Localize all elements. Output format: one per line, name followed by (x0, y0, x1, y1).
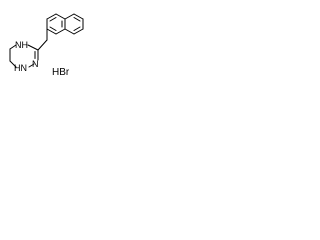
naphthalene-right-ring (61, 13, 84, 35)
bond-n4-c3 (27, 44, 39, 51)
bond-naph-2 (55, 13, 66, 20)
double-bond-naph-b (49, 26, 57, 31)
bond-n2-n1 (28, 63, 35, 68)
double-bond-naph-d (73, 26, 81, 31)
bond-n1-c6 (9, 60, 17, 68)
naphthalene-ring-system (46, 13, 84, 35)
salt-label-hbr: HBr (52, 67, 70, 78)
double-bond-naph-c (73, 17, 81, 22)
bond-naph-5 (46, 28, 57, 35)
atom-label-nh: NH (15, 40, 28, 50)
chemical-structure: NH N HN HBr (9, 13, 84, 78)
atom-label-hn: HN (14, 63, 27, 73)
bond-methylene-to-triazine (37, 39, 48, 51)
bond-naph-1 (46, 13, 57, 20)
bond-naph-8 (73, 13, 84, 20)
triazine-ring (9, 44, 39, 68)
atom-label-n: N (32, 59, 39, 69)
bond-naph-4 (55, 28, 66, 35)
double-bond-naph-a (49, 17, 57, 22)
bond-naph-11 (64, 28, 75, 35)
bond-naph-10 (73, 28, 84, 35)
bond-naph-7 (64, 13, 75, 20)
naphthalene-left-ring (46, 13, 66, 35)
bond-c5-n4 (9, 44, 17, 50)
